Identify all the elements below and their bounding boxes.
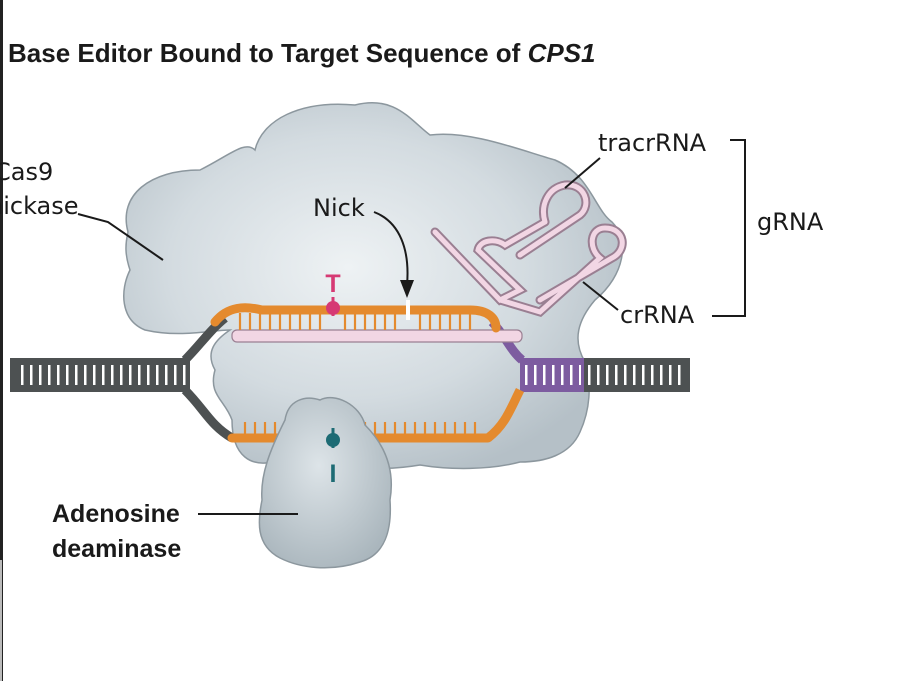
dna-left-duplex — [10, 358, 190, 392]
deaminase-label-line1: Adenosine — [52, 500, 180, 528]
nick-arrowhead — [400, 280, 414, 298]
pam-region — [520, 358, 584, 392]
dna-bubble-right-lower — [485, 387, 525, 442]
top-strand-rungs — [238, 313, 472, 330]
cas9-label-line2: nickase — [0, 192, 79, 220]
figure-title: Base Editor Bound to Target Sequence of … — [8, 38, 596, 69]
nick-arrow — [373, 211, 409, 286]
left-margin-rule — [0, 0, 3, 681]
deaminase-label-line2: deaminase — [52, 535, 181, 563]
base-i-label: I — [330, 460, 337, 488]
base-t-marker: T — [325, 270, 341, 316]
crrna-leader — [582, 281, 619, 311]
left-margin-rule-lower — [0, 560, 2, 681]
cas9-label-line1: Cas9 — [0, 158, 53, 186]
dna-bubble-left-lower — [181, 386, 235, 442]
figure-title-gene: CPS1 — [527, 38, 596, 68]
base-t-label: T — [325, 270, 340, 298]
crrna-spacer — [231, 329, 523, 343]
dna-right-duplex — [582, 358, 690, 392]
tracrrna-label: tracrRNA — [598, 129, 707, 157]
grna-label: gRNA — [757, 208, 824, 236]
figure-title-text: Base Editor Bound to Target Sequence of — [8, 38, 528, 68]
crrna-label: crRNA — [620, 301, 695, 329]
tracrrna-leader — [564, 157, 601, 189]
base-i-marker: I — [326, 428, 340, 488]
tracrrna-hairpins-fill — [432, 182, 625, 315]
non-target-strand — [210, 303, 501, 333]
grna-bracket — [712, 139, 746, 317]
nick-label: Nick — [313, 194, 365, 222]
adenosine-deaminase-protein — [258, 396, 392, 569]
cas9-leader-line — [77, 213, 164, 261]
cas9-nickase-protein — [123, 102, 624, 470]
